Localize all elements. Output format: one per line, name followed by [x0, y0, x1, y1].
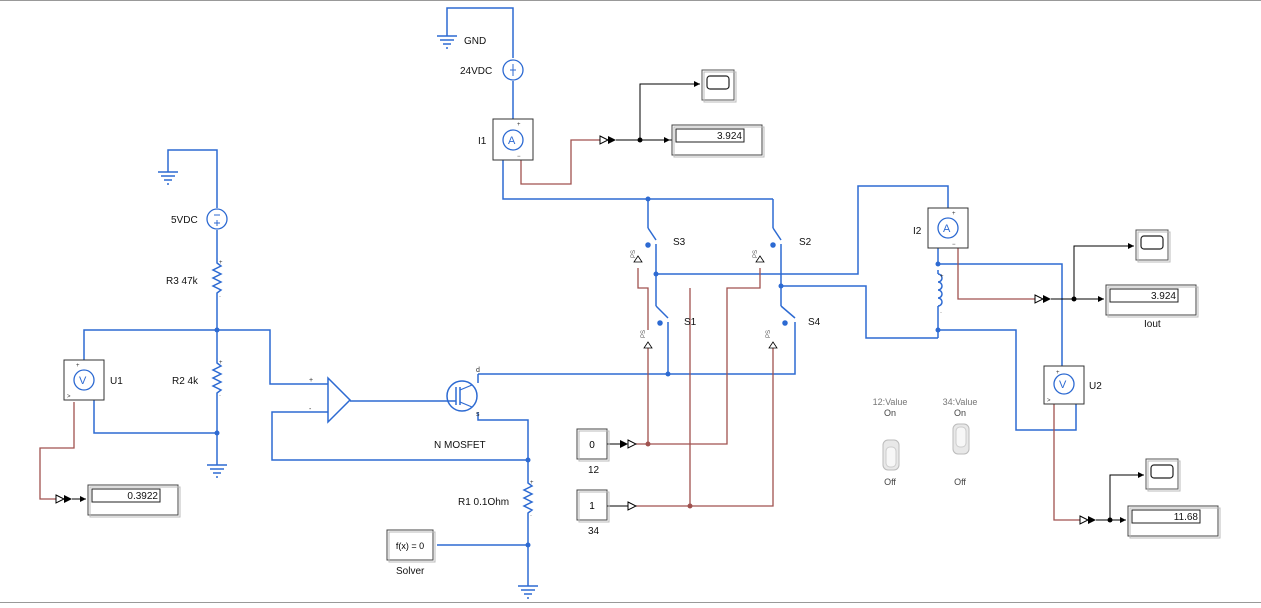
svg-text:+: + — [219, 260, 223, 266]
switch-icon[interactable] — [755, 227, 782, 263]
v5-label: 5VDC — [171, 215, 198, 226]
svg-text:+: + — [952, 211, 956, 217]
opamp-minus-label: - — [309, 406, 312, 413]
port-polarity-marks: + − + − + - + - + - + - + > + > — [67, 122, 1060, 519]
dc-voltage-source-icon[interactable] — [206, 208, 228, 230]
opamp-icon[interactable] — [327, 376, 352, 424]
solver-label: Solver — [396, 566, 425, 577]
dc-voltage-source-icon[interactable] — [502, 59, 524, 81]
r2-label: R2 4k — [172, 376, 199, 387]
const34-name: 34 — [588, 526, 600, 537]
solver-value: f(x) = 0 — [396, 541, 424, 551]
svg-text:-: - — [530, 513, 532, 519]
gnd-label: GND — [464, 36, 486, 47]
ps-port-label: PS — [641, 330, 647, 338]
svg-text:+: + — [530, 480, 534, 486]
switch-icon[interactable] — [643, 305, 669, 349]
svg-text:V: V — [1059, 379, 1067, 391]
s3-label: S3 — [673, 237, 686, 248]
display-iout[interactable]: 3.924 — [1105, 284, 1199, 318]
ground-icon[interactable] — [158, 171, 178, 185]
svg-text:−: − — [952, 242, 956, 248]
toggle-off-label: Off — [954, 477, 966, 487]
svg-text:+: + — [219, 360, 223, 366]
i1-label: I1 — [478, 136, 487, 147]
svg-text:+: + — [76, 363, 80, 369]
svg-text:-: - — [219, 294, 221, 300]
svg-text:+: + — [517, 122, 521, 128]
ps-port-label: PS — [766, 330, 772, 338]
mosfet-icon[interactable] — [446, 380, 478, 412]
ground-icon[interactable] — [207, 464, 227, 478]
svg-text:>: > — [67, 394, 71, 400]
svg-text:-: - — [940, 310, 942, 316]
s1-label: S1 — [684, 317, 697, 328]
display-i1[interactable]: 3.924 — [671, 124, 765, 158]
resistor-icon[interactable] — [211, 258, 223, 300]
inductor-icon[interactable] — [937, 270, 943, 312]
constant-value: 1 — [589, 501, 595, 512]
solver-config[interactable]: f(x) = 0 — [386, 529, 436, 563]
display-value: 11.68 — [1174, 512, 1199, 523]
svg-text:>: > — [1047, 398, 1051, 404]
ps-converter-arrows — [55, 135, 1096, 525]
svg-text:+: + — [1056, 370, 1060, 376]
mosfet-drain-label: d — [476, 367, 480, 374]
u1-label: U1 — [110, 376, 123, 387]
svg-text:−: − — [517, 154, 521, 160]
constant-34[interactable]: 1 — [576, 489, 610, 523]
voltmeter-icon[interactable]: V — [1043, 365, 1085, 405]
display-u1[interactable]: 0.3922 — [87, 484, 181, 518]
ammeter-icon[interactable]: A — [927, 207, 969, 249]
scope-icon[interactable] — [701, 69, 737, 103]
iout-label: Iout — [1144, 319, 1161, 330]
display-value: 3.924 — [717, 131, 742, 142]
ground-icon[interactable] — [518, 585, 538, 599]
scope-icon[interactable] — [1145, 458, 1181, 492]
toggle-switch-icon[interactable] — [882, 439, 900, 471]
resistor-icon[interactable] — [522, 478, 534, 518]
r1-label: R1 0.1Ohm — [458, 497, 509, 508]
mosfet-source-label: s — [476, 411, 480, 418]
svg-text:-: - — [219, 393, 221, 399]
svg-text:A: A — [943, 223, 951, 235]
ps-port-label: PS — [631, 250, 637, 258]
resistor-icon[interactable] — [211, 358, 223, 398]
ground-icon[interactable] — [437, 35, 457, 49]
display-value: 3.924 — [1151, 291, 1176, 302]
const12-name: 12 — [588, 465, 600, 476]
svg-text:V: V — [79, 375, 87, 387]
toggle-on-label: On — [884, 408, 896, 418]
svg-text:+: + — [940, 274, 944, 280]
toggle-title: 34:Value — [943, 397, 978, 407]
display-u2[interactable]: 11.68 — [1127, 505, 1221, 539]
constant-value: 0 — [589, 440, 595, 451]
ps-port-label: PS — [753, 250, 759, 258]
svg-text:A: A — [508, 135, 516, 147]
toggle-on-label: On — [954, 408, 966, 418]
voltmeter-icon[interactable]: V — [63, 359, 105, 401]
constant-12[interactable]: 0 — [576, 428, 610, 462]
r3-label: R3 47k — [166, 276, 199, 287]
switch-icon[interactable] — [768, 305, 796, 349]
toggle-switch-icon[interactable] — [952, 423, 970, 455]
toggle-title: 12:Value — [873, 397, 908, 407]
s2-label: S2 — [799, 237, 812, 248]
v24-label: 24VDC — [460, 66, 492, 77]
ammeter-icon[interactable]: A — [492, 118, 534, 161]
opamp-plus-label: + — [309, 377, 313, 384]
mosfet-label: N MOSFET — [434, 440, 486, 451]
switch-icon[interactable] — [633, 227, 657, 263]
i2-label: I2 — [913, 226, 922, 237]
toggle-off-label: Off — [884, 477, 896, 487]
display-value: 0.3922 — [127, 491, 158, 502]
s4-label: S4 — [808, 317, 821, 328]
u2-label: U2 — [1089, 381, 1102, 392]
scope-icon[interactable] — [1135, 229, 1171, 263]
